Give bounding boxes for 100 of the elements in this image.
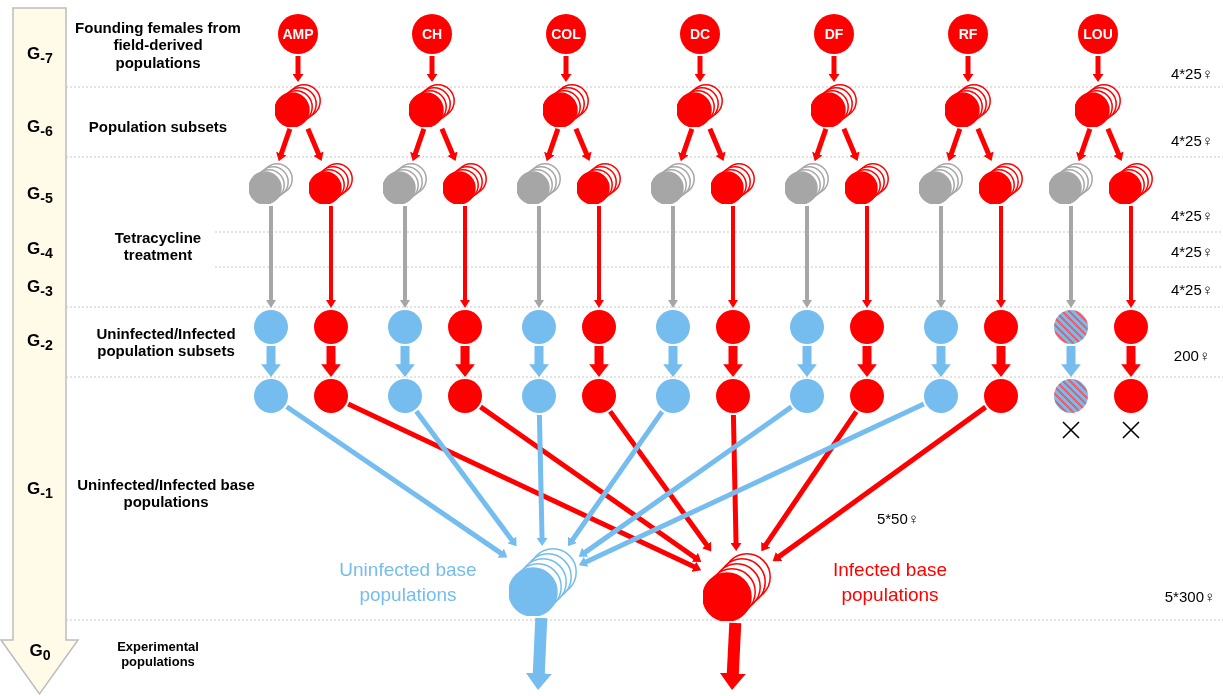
arrow <box>694 56 706 82</box>
population-circle <box>716 379 750 413</box>
circle-stack <box>945 84 991 127</box>
arrow <box>996 206 1006 308</box>
population-circle: RF <box>948 14 988 54</box>
population-circle <box>314 379 348 413</box>
arrow <box>594 206 604 308</box>
population-circle: COL <box>546 14 586 54</box>
generation-label: G$_{-7}$ <box>27 43 53 67</box>
circle-stack <box>249 163 293 204</box>
stage-label: Uninfected/Infected population subsets <box>95 324 237 360</box>
stage-label: Experimental populations <box>116 640 200 670</box>
population-circle: DF <box>814 14 854 54</box>
population-circle <box>522 379 556 413</box>
arrow <box>663 346 683 377</box>
arrow <box>862 206 872 308</box>
population-circle <box>1054 310 1088 344</box>
arrow <box>828 56 840 82</box>
arrow <box>931 346 951 377</box>
population-circle <box>254 379 288 413</box>
population-circle <box>850 379 884 413</box>
arrow <box>426 56 438 82</box>
stack-caption: Infected base populations <box>831 558 949 607</box>
arrow <box>305 127 324 162</box>
arrow <box>797 346 817 377</box>
arrow <box>719 622 746 690</box>
arrow <box>266 206 276 308</box>
circle-stack <box>785 163 829 204</box>
arrow <box>292 56 304 82</box>
arrow <box>728 206 738 308</box>
population-circle <box>850 310 884 344</box>
arrow <box>276 128 293 162</box>
circle-stack <box>811 84 857 127</box>
circle-stack <box>383 163 427 204</box>
count-label: 5*50♀ <box>876 510 920 528</box>
population-circle: LOU <box>1078 14 1118 54</box>
population-circle <box>924 310 958 344</box>
arrow <box>936 206 946 308</box>
circle-stack <box>677 84 723 127</box>
generation-label: G$_{-4}$ <box>27 238 53 262</box>
circle-stack <box>409 84 455 127</box>
stage-label: Tetracycline treatment <box>113 228 203 264</box>
circle-stack <box>309 163 353 204</box>
population-circle: CH <box>412 14 452 54</box>
circle-stack <box>711 163 755 204</box>
count-label: 200♀ <box>1173 347 1211 365</box>
arrow <box>567 410 665 547</box>
arrow <box>707 127 726 162</box>
population-circle <box>1054 379 1088 413</box>
generation-label: G$_{-1}$ <box>27 478 53 502</box>
population-circle <box>254 310 288 344</box>
arrow <box>1126 206 1136 308</box>
population-circle <box>314 310 348 344</box>
population-circle <box>448 379 482 413</box>
arrow <box>678 128 695 162</box>
arrow <box>991 346 1011 377</box>
stack-caption: Uninfected base populations <box>338 558 478 607</box>
arrow <box>536 414 548 546</box>
population-circle <box>716 310 750 344</box>
population-circle <box>448 310 482 344</box>
population-circle <box>656 379 690 413</box>
count-label: 4*25♀ <box>1170 281 1214 299</box>
count-label: 4*25♀ <box>1170 65 1214 83</box>
arrow <box>730 414 742 551</box>
arrow <box>772 405 988 562</box>
arrow <box>975 127 994 162</box>
circle-stack <box>577 163 621 204</box>
arrow <box>439 127 458 162</box>
arrow <box>1076 128 1093 162</box>
population-circle <box>388 379 422 413</box>
arrow <box>668 206 678 308</box>
population-circle <box>656 310 690 344</box>
population-circle <box>924 379 958 413</box>
generation-label: G$_{-5}$ <box>27 183 53 207</box>
generation-label: G$_{-2}$ <box>27 330 53 354</box>
arrow <box>410 128 427 162</box>
population-circle <box>582 310 616 344</box>
arrow <box>529 346 549 377</box>
population-circle <box>1114 379 1148 413</box>
arrow <box>946 128 963 162</box>
generation-label: G$_{0}$ <box>29 640 51 664</box>
circle-stack <box>275 84 321 127</box>
arrow <box>326 206 336 308</box>
population-circle: DC <box>680 14 720 54</box>
arrow <box>534 206 544 308</box>
population-circle <box>582 379 616 413</box>
arrow <box>608 409 712 552</box>
count-label: 4*25♀ <box>1170 243 1214 261</box>
arrow <box>479 404 702 562</box>
arrow <box>802 206 812 308</box>
arrow <box>400 206 410 308</box>
circle-stack <box>517 163 561 204</box>
count-label: 5*300♀ <box>1164 588 1216 606</box>
circle-stack <box>543 84 589 127</box>
arrow <box>761 410 859 552</box>
population-circle <box>1114 310 1148 344</box>
arrow <box>525 617 552 690</box>
generation-label: G$_{-6}$ <box>27 116 53 140</box>
arrow <box>460 206 470 308</box>
arrow <box>1105 127 1124 162</box>
